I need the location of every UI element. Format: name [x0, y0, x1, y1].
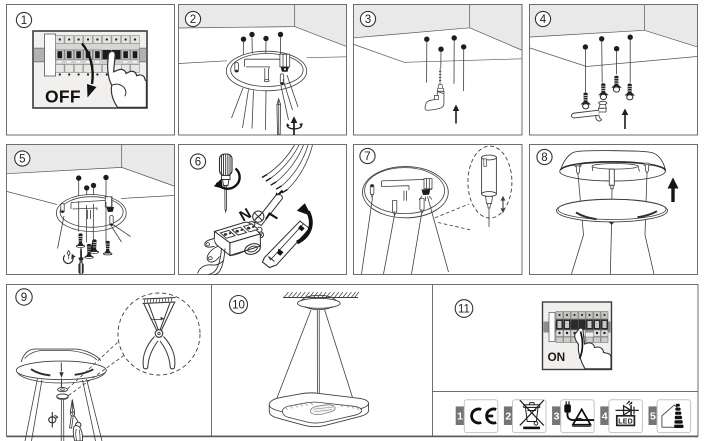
svg-text:LED: LED — [618, 418, 633, 425]
svg-text:OFF: OFF — [45, 87, 81, 107]
svg-text:6: 6 — [195, 157, 201, 169]
svg-text:7: 7 — [364, 151, 370, 163]
svg-text:8: 8 — [541, 152, 547, 164]
svg-text:1: 1 — [21, 15, 27, 27]
svg-text:ON: ON — [548, 350, 566, 364]
svg-text:3: 3 — [554, 411, 560, 423]
svg-text:1: 1 — [457, 411, 463, 423]
svg-text:4: 4 — [602, 411, 608, 423]
svg-text:11: 11 — [458, 304, 470, 316]
svg-text:10: 10 — [232, 300, 245, 312]
svg-text:4: 4 — [540, 14, 547, 26]
svg-text:2: 2 — [505, 411, 511, 423]
svg-text:3: 3 — [365, 14, 371, 26]
svg-text:2: 2 — [190, 14, 196, 26]
svg-text:5: 5 — [650, 411, 656, 423]
svg-text:5: 5 — [19, 154, 25, 166]
svg-text:9: 9 — [21, 292, 27, 304]
